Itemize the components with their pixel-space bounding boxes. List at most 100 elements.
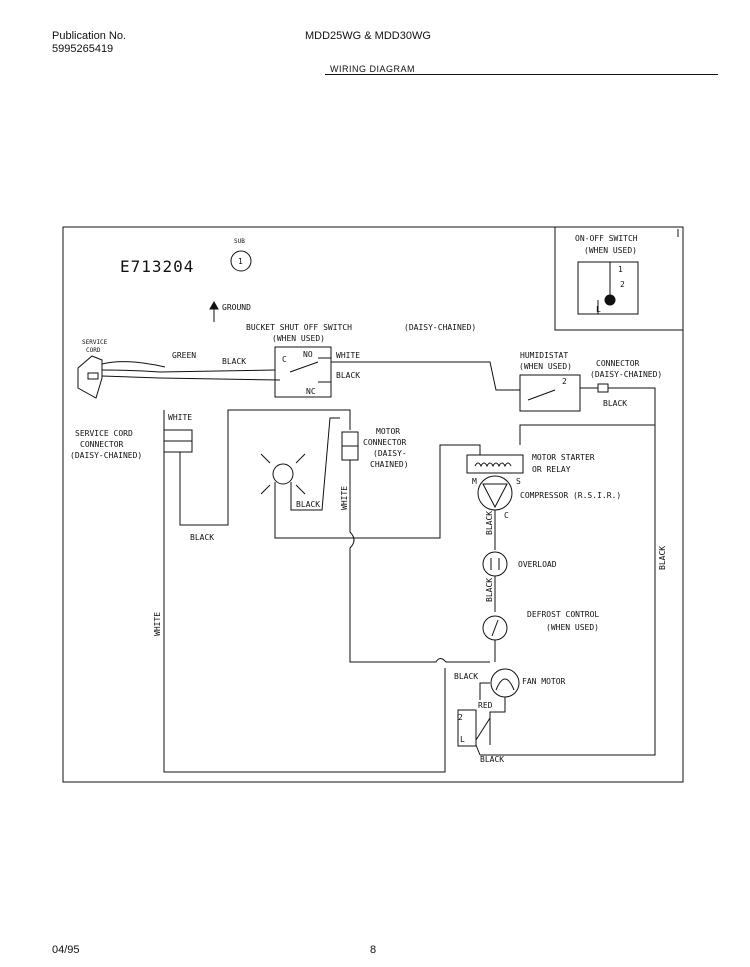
black-wire-label-4: BLACK: [190, 533, 214, 542]
wire-fan-switch-out: [475, 744, 481, 756]
lamp-ray: [295, 484, 306, 495]
connector-daisy: (DAISY-CHAINED): [590, 370, 662, 379]
wire-to-starter: [350, 444, 481, 539]
black-wire-label-3: BLACK: [603, 399, 627, 408]
compressor-terminal-s: S: [516, 477, 521, 486]
motor-connector-label-2: CONNECTOR: [363, 438, 407, 447]
defrost-label-1: DEFROST CONTROL: [527, 610, 599, 619]
scc-label-3: (DAISY-CHAINED): [70, 451, 142, 460]
diagram-frame: [62, 226, 684, 783]
bucket-switch-box: [274, 346, 332, 398]
humidistat-contact: [527, 389, 556, 401]
wire-white-motor: [349, 460, 490, 663]
fan-motor-label: FAN MOTOR: [522, 677, 566, 686]
connector-label: CONNECTOR: [596, 359, 640, 368]
switch-no-terminal: NO: [303, 350, 313, 359]
service-cord-label-2: CORD: [86, 347, 101, 354]
switch-blade: [289, 361, 319, 373]
black-wire-label-5: BLACK: [296, 500, 320, 509]
lamp-ray: [260, 484, 271, 495]
humidistat-connector: [597, 383, 609, 393]
compressor-terminal-c: C: [504, 511, 509, 520]
on-off-terminal-l: L: [596, 305, 601, 314]
wire-black-loop: [179, 409, 351, 526]
on-off-switch-when-used: (WHEN USED): [584, 246, 637, 255]
black-wire-label-vertical: BLACK: [658, 546, 667, 570]
humidistat-box: [519, 374, 581, 412]
wire-lamp-return: [274, 482, 350, 539]
wire-fan-red: [489, 697, 506, 745]
wire-lamp-black: [290, 417, 340, 511]
bucket-switch-when-used: (WHEN USED): [272, 334, 325, 343]
header-rule: [325, 74, 718, 75]
cord-green: [101, 361, 166, 368]
black-wire-label-1: BLACK: [222, 357, 246, 366]
black-wire-label-6: BLACK: [485, 511, 494, 535]
humidistat-terminal-2: 2: [562, 377, 567, 386]
publication-label: Publication No.: [52, 30, 126, 42]
humidistat-label: HUMIDISTAT: [520, 351, 568, 360]
sub-label: SUB: [234, 238, 245, 245]
defrost-control-contact: [491, 619, 499, 637]
fan-switch-contact: [475, 717, 491, 741]
motor-connector-label-1: MOTOR: [376, 427, 400, 436]
scc-label-2: CONNECTOR: [80, 440, 124, 449]
compressor-terminal-m: M: [472, 477, 477, 486]
fan-motor-winding: [495, 678, 515, 691]
on-off-switch-box: [554, 226, 684, 331]
motor-connector-label-3: (DAISY-: [373, 449, 407, 458]
black-wire-label-2: BLACK: [336, 371, 360, 380]
wire-white-bottom: [163, 452, 446, 773]
motor-starter-box: [466, 454, 524, 474]
lamp-icon: [272, 463, 294, 485]
red-wire-label: RED: [478, 701, 493, 710]
white-wire-label-vertical: WHITE: [153, 612, 162, 636]
black-wire-label-7: BLACK: [485, 578, 494, 602]
overload-label: OVERLOAD: [518, 560, 557, 569]
motor-starter-coil: [474, 462, 512, 468]
overload-icon: [482, 551, 508, 577]
sub-circle: [230, 250, 252, 272]
publication-number: 5995265419: [52, 43, 114, 55]
on-off-terminal-2: 2: [620, 280, 625, 289]
fan-switch-box: [457, 709, 477, 747]
plug-prong: [87, 372, 99, 380]
daisy-chained-label: (DAISY-CHAINED): [404, 323, 476, 332]
wire-to-humidistat: [331, 361, 520, 391]
model-numbers: MDD25WG & MDD30WG: [305, 30, 431, 42]
service-cord-label-1: SERVICE: [82, 339, 108, 346]
diagram-code: E713204: [120, 257, 194, 276]
defrost-label-2: (WHEN USED): [546, 623, 599, 632]
section-title: WIRING DIAGRAM: [330, 64, 415, 74]
motor-connector-label-4: CHAINED): [370, 460, 409, 469]
on-off-terminal-1: 1: [618, 265, 623, 274]
service-cord-plug: [77, 355, 103, 399]
sub-number: 1: [238, 257, 243, 266]
on-off-switch-label: ON-OFF SWITCH: [575, 234, 638, 243]
black-wire-label-8: BLACK: [454, 672, 478, 681]
motor-starter-label-1: MOTOR STARTER: [532, 453, 595, 462]
page-number: 8: [370, 944, 377, 956]
white-wire-label-1: WHITE: [336, 351, 360, 360]
lamp-ray: [295, 453, 306, 464]
humidistat-when-used: (WHEN USED): [519, 362, 572, 371]
ground-label: GROUND: [222, 303, 251, 312]
switch-c-terminal: C: [282, 355, 287, 364]
wire-starter-right: [519, 424, 655, 445]
wire-right-black: [480, 387, 656, 756]
green-wire-label: GREEN: [172, 351, 196, 360]
motor-starter-label-2: OR RELAY: [532, 465, 571, 474]
fan-switch-terminal-2: 2: [458, 713, 463, 722]
fan-switch-terminal-l: L: [460, 735, 465, 744]
white-wire-label-2: WHITE: [168, 413, 192, 422]
wire-fan-black: [479, 682, 490, 700]
cord-white: [101, 375, 281, 381]
compressor-icon: [477, 475, 513, 511]
lamp-ray: [260, 453, 271, 464]
footer-date: 04/95: [52, 944, 80, 956]
compressor-windings: [482, 483, 508, 509]
bucket-switch-label: BUCKET SHUT OFF SWITCH: [246, 323, 352, 332]
on-off-switch-body: [577, 261, 639, 315]
scc-label-1: SERVICE CORD: [75, 429, 133, 438]
